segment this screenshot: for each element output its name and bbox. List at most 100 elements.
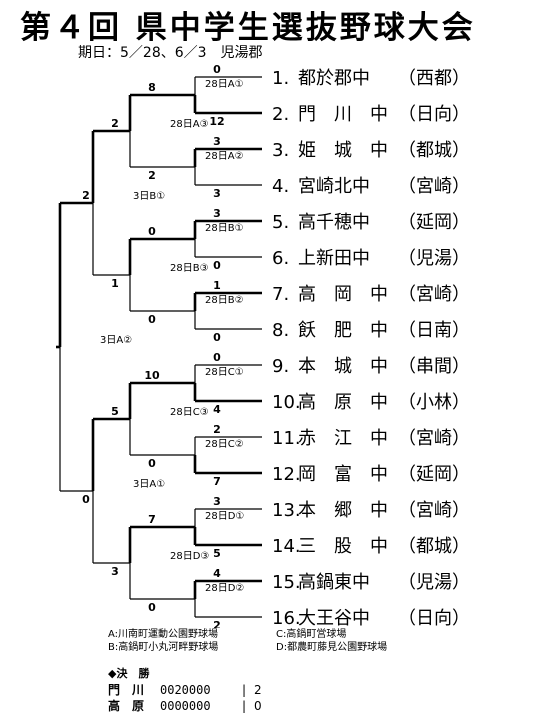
match-label: 28日D③ [170, 551, 209, 562]
score-bottom: 3 [111, 565, 119, 578]
team-region: （宮崎） [398, 500, 470, 521]
team-name: 宮崎北中 [298, 176, 370, 197]
team-region: （延岡） [398, 212, 470, 233]
match-label: 28日C③ [170, 407, 209, 418]
final-innings: 0000000 [160, 699, 211, 713]
score-top: 3 [213, 135, 221, 148]
score-bottom: 0 [213, 259, 221, 272]
team-region: （宮崎） [398, 176, 470, 197]
score-top: 4 [213, 567, 221, 580]
team-number: 7. [272, 284, 289, 305]
team-number: 10. [272, 392, 301, 413]
final-total: 2 [254, 683, 262, 697]
score-top: 0 [213, 351, 221, 364]
venue-c: C:高鍋町営球場 [276, 629, 347, 640]
team-name: 本 郷 中 [298, 500, 388, 521]
match-label: 3日A② [100, 335, 132, 346]
score-top: 7 [148, 513, 156, 526]
team-region: （西都） [398, 68, 470, 89]
team-name: 高千穂中 [298, 212, 370, 233]
match-label: 28日B② [205, 295, 244, 306]
final-separator: | [242, 699, 247, 713]
team-number: 1. [272, 68, 289, 89]
score-top: 2 [82, 189, 90, 202]
score-top: 10 [144, 369, 160, 382]
score-bottom: 5 [213, 547, 221, 560]
score-bottom: 7 [213, 475, 221, 488]
score-bottom: 1 [111, 277, 119, 290]
team-number: 2. [272, 104, 289, 125]
match-label: 3日B① [133, 191, 165, 202]
score-bottom: 2 [213, 619, 221, 628]
team-name: 高鍋東中 [298, 572, 370, 593]
venue-d: D:都農町藤見公園野球場 [276, 642, 388, 653]
team-region: （児湯） [398, 248, 470, 269]
score-bottom: 3 [213, 187, 221, 200]
team-name: 三 股 中 [298, 536, 388, 557]
match-label: 28日C② [205, 439, 244, 450]
score-bottom: 12 [209, 115, 224, 128]
team-number: 3. [272, 140, 289, 161]
match-label: 28日A① [205, 79, 244, 90]
team-region: （串間） [398, 356, 470, 377]
team-name: 本 城 中 [298, 356, 388, 377]
team-number: 16. [272, 608, 301, 628]
team-region: （日南） [398, 320, 470, 341]
score-bottom: 0 [148, 313, 156, 326]
tournament-bracket: 1. 都於郡中 （西都） 2. 門 川 中 （日向） 3. 姫 城 中 （都城） 4. 宮崎北中 （宮… [56, 63, 470, 628]
page-title: 第４回 県中学生選抜野球大会 [20, 10, 476, 46]
final-team-name: 門 川 [108, 683, 145, 697]
team-name: 門 川 中 [298, 104, 388, 125]
match-label: 28日D② [205, 583, 244, 594]
team-region: （都城） [398, 536, 470, 557]
team-region: （児湯） [398, 572, 470, 593]
match-label: 28日A③ [170, 119, 209, 130]
team-name: 上新田中 [298, 248, 370, 269]
match-label: 3日A① [133, 479, 165, 490]
team-region: （宮崎） [398, 428, 470, 449]
team-name: 岡 富 中 [298, 464, 388, 485]
team-region: （延岡） [398, 464, 470, 485]
team-number: 12. [272, 464, 301, 485]
team-number: 13. [272, 500, 301, 521]
score-top: 5 [111, 405, 119, 418]
team-number: 14. [272, 536, 301, 557]
score-top: 8 [148, 81, 156, 94]
score-bottom: 0 [148, 457, 156, 470]
match-label: 28日B③ [170, 263, 209, 274]
score-top: 1 [213, 279, 221, 292]
final-separator: | [242, 683, 247, 697]
team-name: 高 岡 中 [298, 284, 388, 305]
team-number: 5. [272, 212, 289, 233]
match-label: 28日A② [205, 151, 244, 162]
team-number: 15. [272, 572, 301, 593]
team-region: （日向） [398, 608, 470, 628]
team-name: 高 原 中 [298, 392, 388, 413]
match-label: 28日C① [205, 367, 244, 378]
score-top: 3 [213, 495, 221, 508]
event-date-venue: 期日：5／28、6／3 児湯郡 [78, 45, 263, 61]
final-total: 0 [254, 699, 262, 713]
venue-b: B:高鍋町小丸河畔野球場 [108, 642, 219, 653]
score-bottom: 4 [213, 403, 221, 416]
team-name: 姫 城 中 [298, 140, 388, 161]
match-label: 28日D① [205, 511, 244, 522]
team-region: （小林） [398, 392, 470, 413]
final-heading: ◆決 勝 [108, 667, 150, 680]
team-name: 都於郡中 [298, 68, 370, 89]
score-bottom: 0 [213, 331, 221, 344]
team-name: 大王谷中 [298, 608, 370, 628]
team-region: （都城） [398, 140, 470, 161]
team-number: 4. [272, 176, 289, 197]
score-bottom: 2 [148, 169, 156, 182]
team-region: （宮崎） [398, 284, 470, 305]
score-top: 3 [213, 207, 221, 220]
score-top: 0 [148, 225, 156, 238]
team-number: 8. [272, 320, 289, 341]
team-name: 飫 肥 中 [298, 320, 388, 341]
score-top: 0 [213, 63, 221, 76]
team-region: （日向） [398, 104, 470, 125]
